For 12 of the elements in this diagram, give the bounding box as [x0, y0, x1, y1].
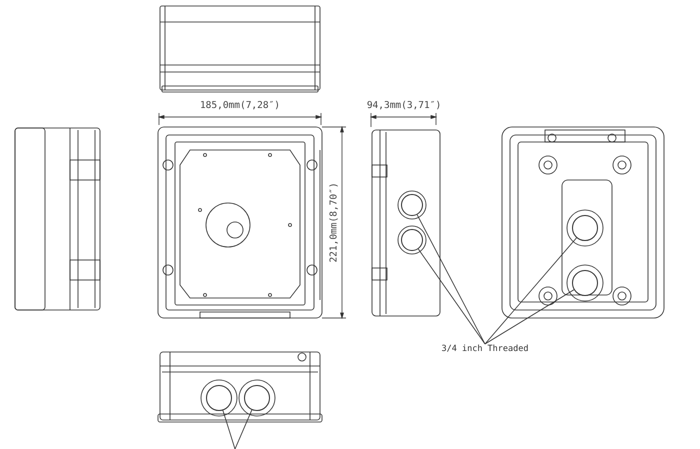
threaded-hole — [244, 385, 270, 411]
dimension-label: 94,3mm(3,71″) — [366, 100, 442, 110]
leader-line — [418, 248, 486, 344]
leader-line — [416, 214, 486, 344]
leader-line — [484, 237, 577, 344]
threaded-hole — [206, 385, 232, 411]
callout-label: 3/4 inch Threaded — [442, 344, 528, 354]
threaded-hole — [572, 215, 598, 241]
threaded-hole — [401, 229, 423, 251]
threaded-hole — [401, 194, 423, 216]
leader-line — [484, 289, 574, 344]
threaded-hole — [572, 270, 598, 296]
